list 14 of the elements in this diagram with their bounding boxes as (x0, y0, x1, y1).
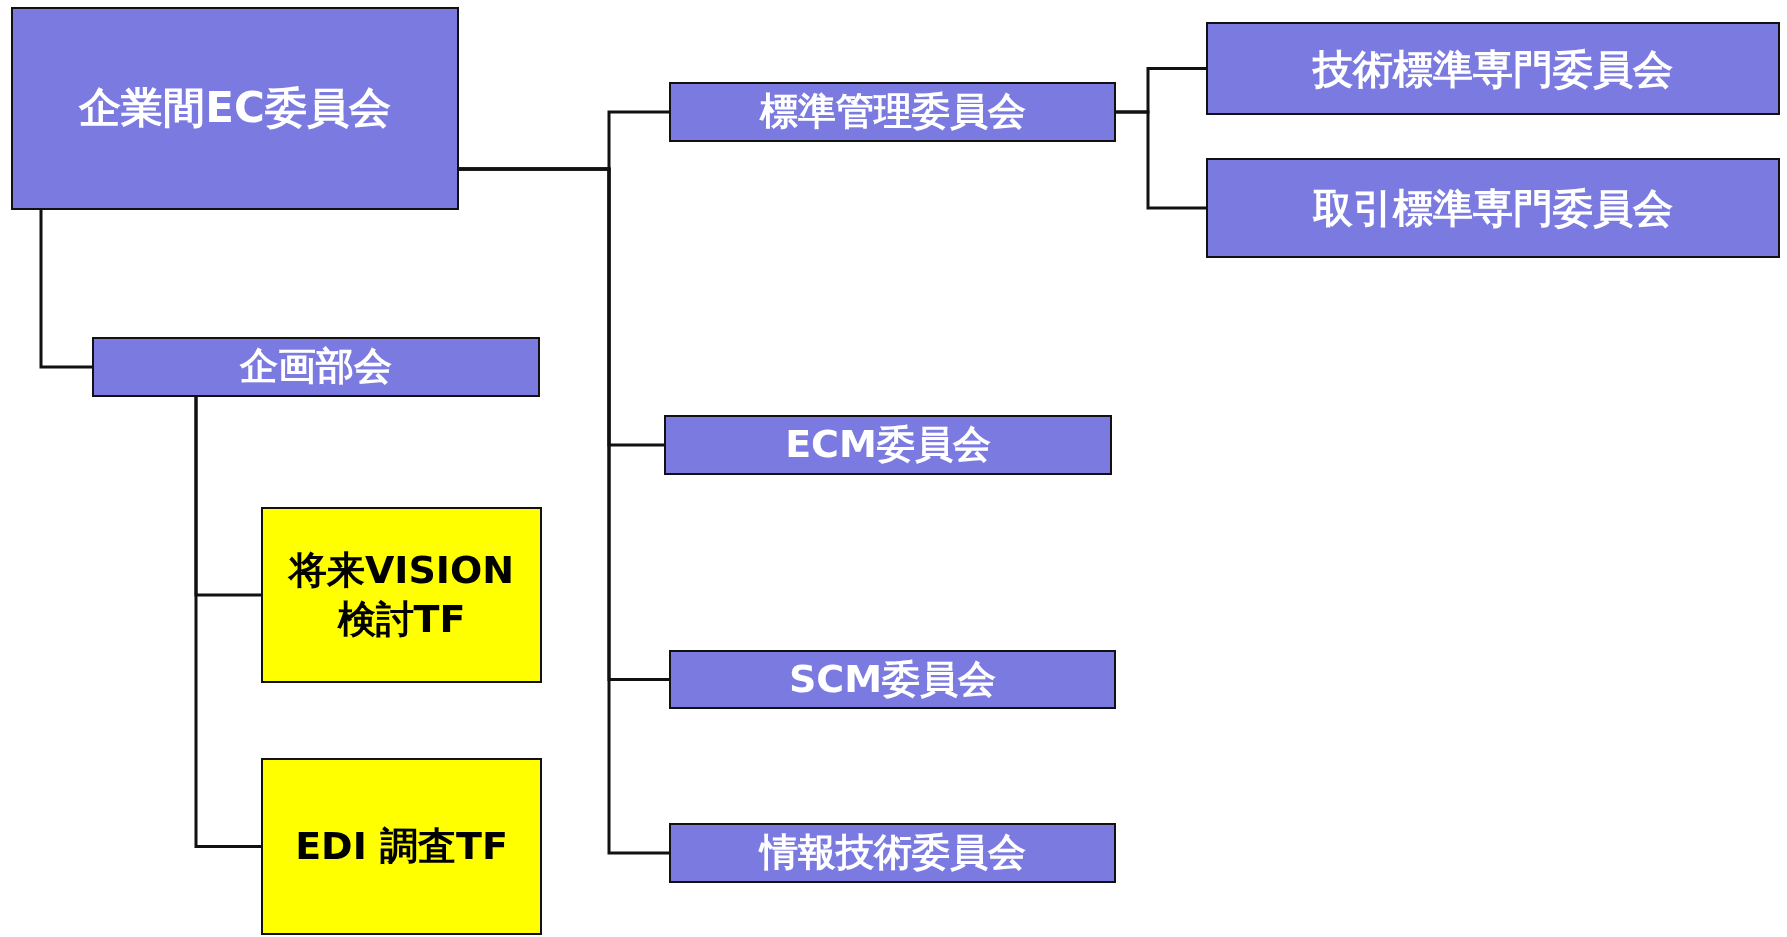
committee-box: 企業間EC委員会 (11, 7, 459, 210)
committee-box: 企画部会 (92, 337, 540, 397)
connector-line (1116, 110, 1206, 210)
committee-box: ECM委員会 (664, 415, 1112, 475)
connector-line (459, 167, 669, 855)
connector-line (194, 397, 261, 848)
committee-box: 標準管理委員会 (669, 82, 1116, 142)
committee-box: 取引標準専門委員会 (1206, 158, 1780, 258)
committee-box: 技術標準専門委員会 (1206, 22, 1780, 115)
task-force-box: EDI 調査TF (261, 758, 542, 935)
committee-box: SCM委員会 (669, 650, 1116, 709)
task-force-box: 将来VISION検討TF (261, 507, 542, 683)
committee-box: 情報技術委員会 (669, 823, 1116, 883)
connector-line (39, 210, 92, 369)
